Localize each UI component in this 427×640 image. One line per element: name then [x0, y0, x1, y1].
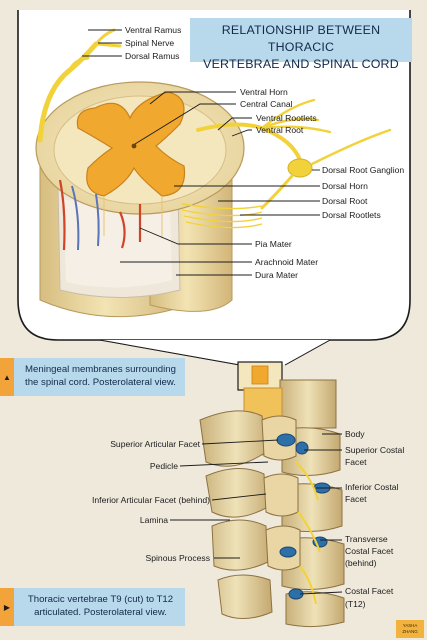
- caption-meningeal-membranes: ▲ Meningeal membranes surrounding the sp…: [0, 358, 185, 396]
- caption-1-line-2: the spinal cord. Posterolateral view.: [25, 377, 176, 388]
- label-transverse-costal-facet-1: Transverse: [345, 534, 388, 544]
- label-dorsal-root-ganglion: Dorsal Root Ganglion: [322, 165, 404, 175]
- label-ventral-rootlets: Ventral Rootlets: [256, 113, 317, 123]
- label-ventral-root: Ventral Root: [256, 125, 304, 135]
- caption-1-line-1: Meningeal membranes surrounding: [25, 364, 176, 375]
- label-dorsal-rootlets: Dorsal Rootlets: [322, 210, 381, 220]
- label-inferior-costal-facet-1: Inferior Costal: [345, 482, 399, 492]
- vertebra-leader-lines: [170, 433, 343, 595]
- label-costal-facet-1: Costal Facet: [345, 586, 394, 596]
- cord-leader-lines: [82, 29, 320, 276]
- label-pia-mater: Pia Mater: [255, 239, 292, 249]
- blue-vessel: [71, 185, 100, 251]
- label-spinal-nerve: Spinal Nerve: [125, 38, 174, 48]
- title-line-1: RELATIONSHIP BETWEEN THORACIC: [221, 23, 381, 54]
- vertebral-column: [199, 361, 345, 628]
- label-dorsal-ramus: Dorsal Ramus: [125, 51, 179, 61]
- label-inferior-articular-facet: Inferior Articular Facet (behind): [92, 495, 210, 505]
- label-inferior-costal-facet-2: Facet: [345, 494, 367, 504]
- label-superior-articular-facet: Superior Articular Facet: [110, 439, 200, 449]
- caption-2-line-2: articulated. Posterolateral view.: [34, 607, 167, 618]
- central-canal: [131, 143, 137, 149]
- red-vessel: [58, 179, 142, 251]
- artist-signature: YASHA ZHANG: [396, 620, 424, 638]
- triangle-up-icon: ▲: [0, 358, 14, 396]
- label-pedicle: Pedicle: [150, 461, 178, 471]
- caption-2-line-1: Thoracic vertebrae T9 (cut) to T12: [27, 594, 174, 605]
- label-superior-costal-facet-1: Superior Costal: [345, 445, 404, 455]
- label-dorsal-horn: Dorsal Horn: [322, 181, 368, 191]
- label-arachnoid-mater: Arachnoid Mater: [255, 257, 318, 267]
- label-dura-mater: Dura Mater: [255, 270, 298, 280]
- label-transverse-costal-facet-3: (behind): [345, 558, 377, 568]
- label-ventral-ramus: Ventral Ramus: [125, 25, 181, 35]
- label-superior-costal-facet-2: Facet: [345, 457, 367, 467]
- label-transverse-costal-facet-2: Costal Facet: [345, 546, 394, 556]
- dorsal-root-ganglion: [287, 158, 313, 178]
- label-body: Body: [345, 429, 365, 439]
- title-line-2: VERTEBRAE AND SPINAL CORD: [203, 57, 399, 71]
- label-lamina: Lamina: [140, 515, 168, 525]
- signature-line-2: ZHANG: [402, 629, 418, 634]
- label-dorsal-root: Dorsal Root: [322, 196, 368, 206]
- triangle-right-icon: ▶: [0, 588, 14, 626]
- spinal-cord-section: [35, 81, 263, 318]
- label-ventral-horn: Ventral Horn: [240, 87, 288, 97]
- label-costal-facet-2: (T12): [345, 599, 366, 609]
- signature-line-1: YASHA: [402, 623, 418, 628]
- label-central-canal: Central Canal: [240, 99, 293, 109]
- spinal-nerves: [37, 28, 392, 210]
- page-title: RELATIONSHIP BETWEEN THORACIC VERTEBRAE …: [190, 18, 412, 71]
- label-spinous-process: Spinous Process: [146, 553, 211, 563]
- costal-facet-blue: [295, 441, 309, 455]
- caption-thoracic-vertebrae: ▶ Thoracic vertebrae T9 (cut) to T12 art…: [0, 588, 185, 626]
